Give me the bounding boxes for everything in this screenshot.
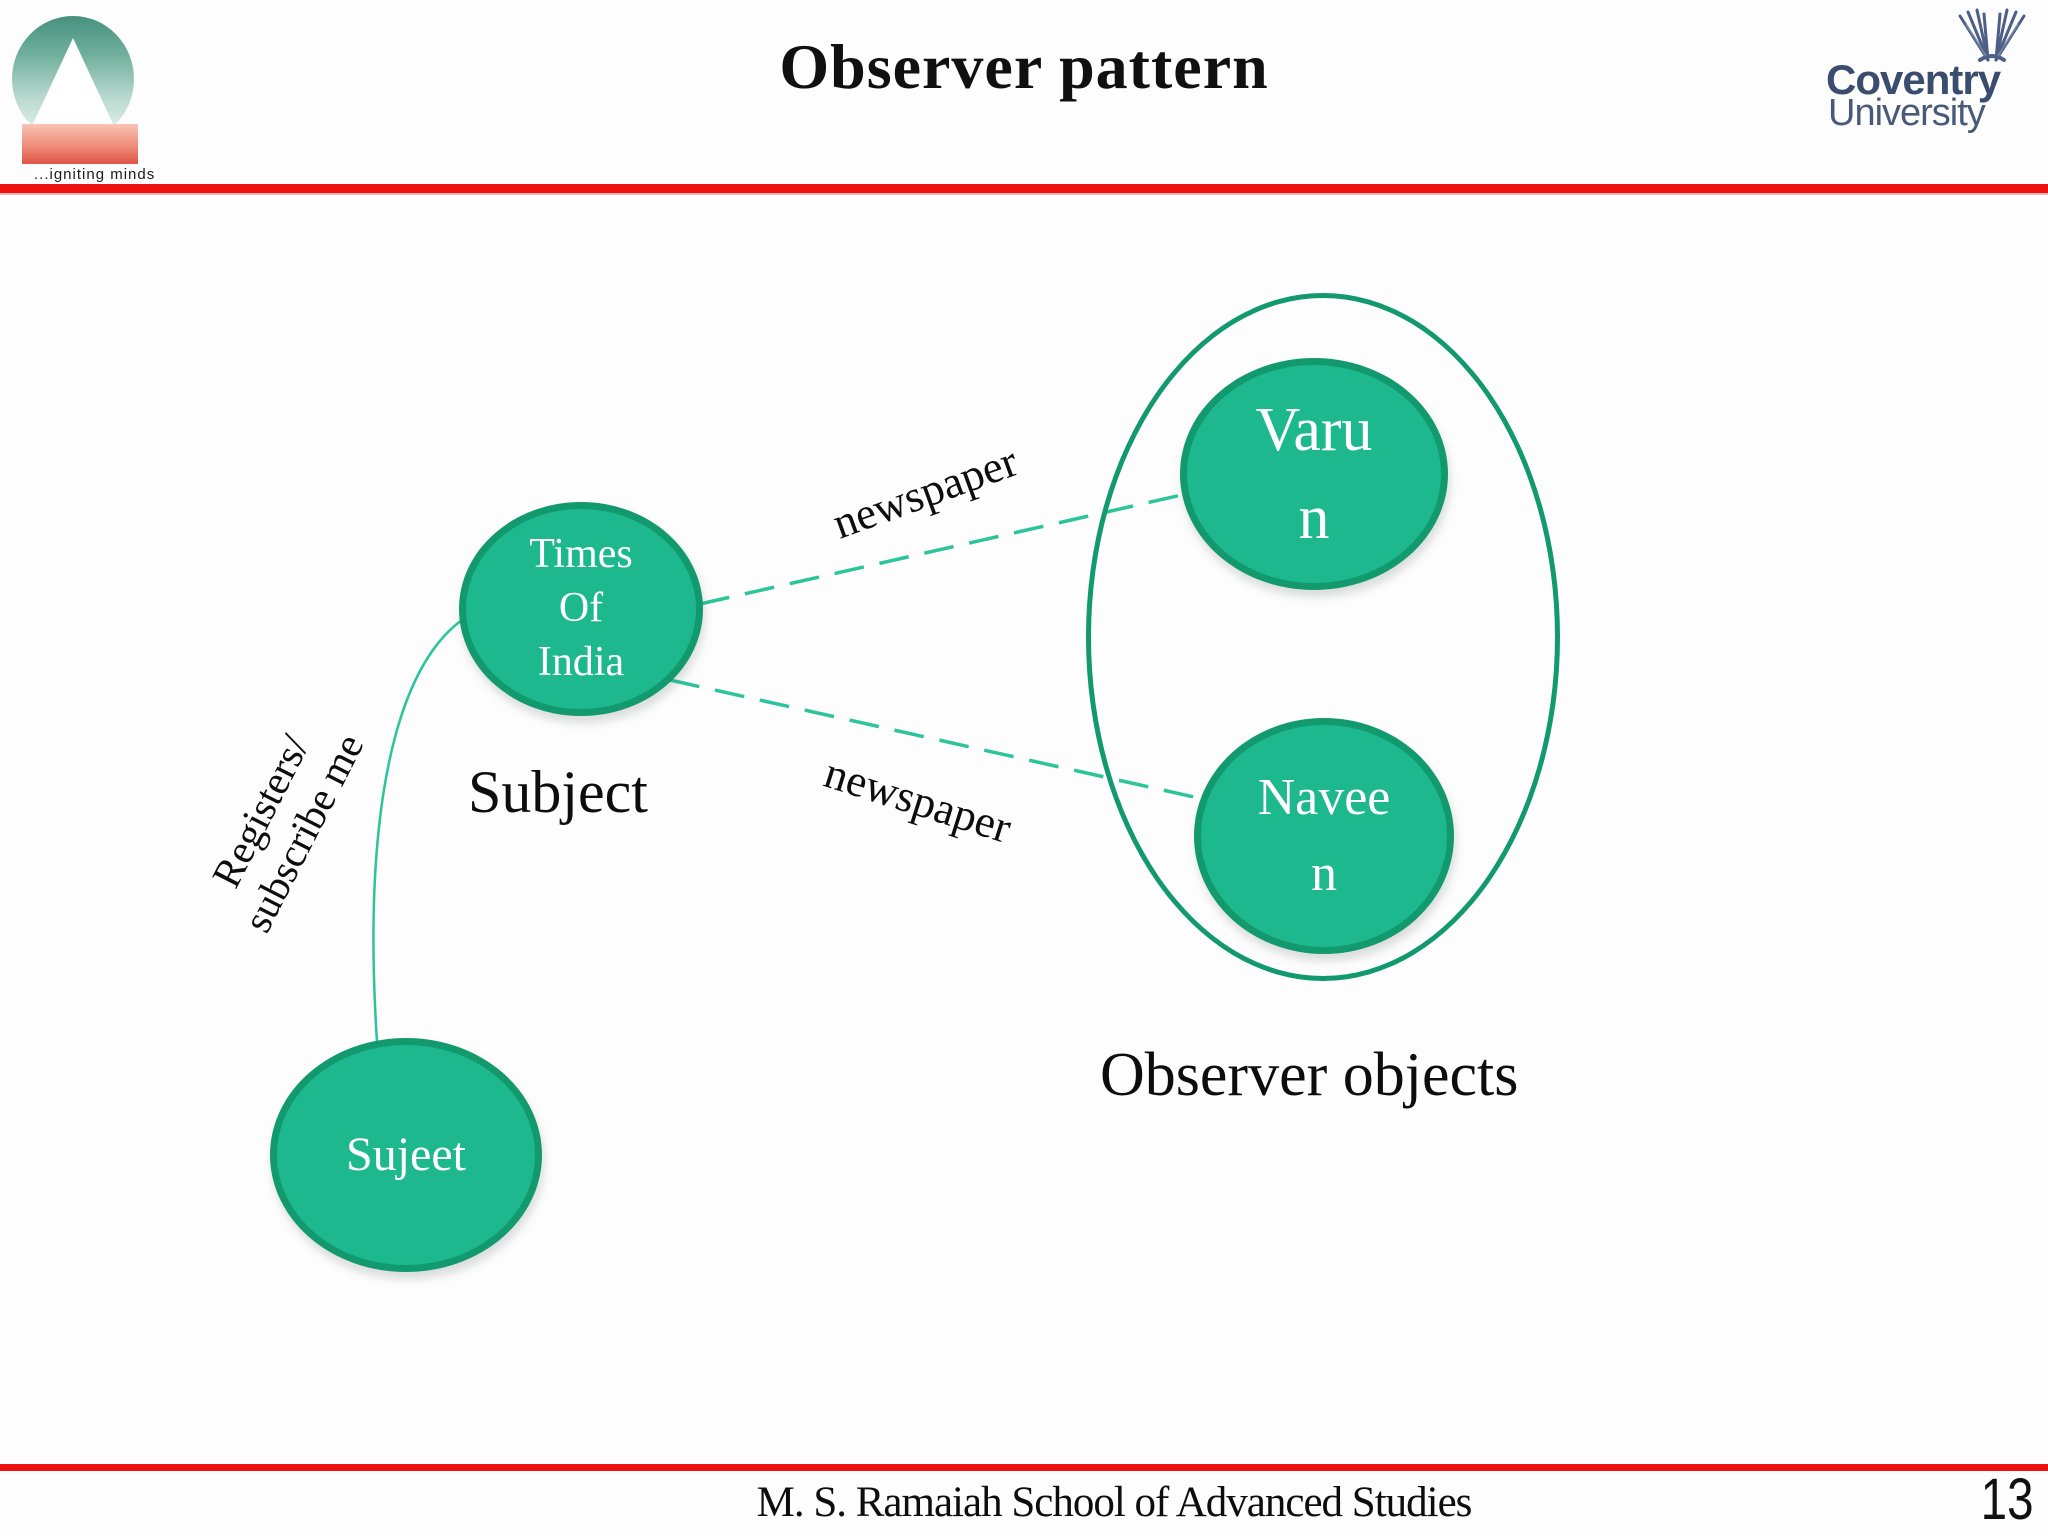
- coventry-logo-text-2: University: [1828, 92, 1986, 134]
- node-naveen: Navee n: [1194, 718, 1454, 954]
- msrsas-logo-tagline: ...igniting minds: [34, 166, 156, 183]
- node-varun: Varu n: [1180, 358, 1448, 590]
- register-edge-sujeet: [372, 618, 463, 1043]
- observer-objects-caption: Observer objects: [1100, 1041, 1519, 1109]
- phoenix-bird-icon: [1958, 8, 2026, 62]
- msrsas-logo: ...igniting minds: [8, 6, 154, 183]
- footer-institution-text: M. S. Ramaiah School of Advanced Studies: [756, 1479, 1473, 1526]
- coventry-logo-text-1: Coventry: [1826, 56, 2001, 103]
- newspaper-edge-label-2: newspaper: [818, 747, 1018, 853]
- page-title: Observer pattern: [779, 31, 1269, 102]
- observer-group-ellipse: [1086, 293, 1560, 981]
- newspaper-edge-label-1: newspaper: [826, 435, 1024, 549]
- node-sujeet: Sujeet: [270, 1038, 542, 1272]
- msrsas-logo-band: [22, 124, 138, 164]
- node-times-of-india: Times Of India: [459, 502, 703, 716]
- footer-divider-line: [0, 1464, 2048, 1471]
- msrsas-logo-triangle: [32, 38, 114, 126]
- page-number: 13: [1981, 1467, 2034, 1532]
- header-divider-line: [0, 184, 2048, 195]
- subject-caption: Subject: [468, 759, 648, 825]
- registers-subscribe-label: Registers/ subscribe me: [202, 726, 373, 940]
- coventry-university-logo: Coventry University: [1822, 4, 2038, 154]
